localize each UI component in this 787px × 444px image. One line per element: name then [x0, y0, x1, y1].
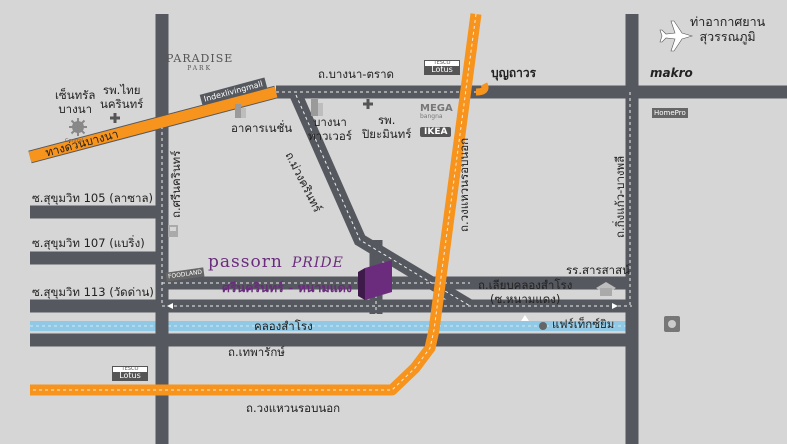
central-logo-text: Central	[65, 138, 84, 144]
srinakarin-label: ถ.ศรีนครินทร์	[169, 150, 183, 218]
project-title: passorn PRIDE	[208, 252, 344, 272]
liab-khlong-samrong-line2: (ซ.หนามแดง)	[489, 291, 561, 306]
project-name-b: PRIDE	[291, 255, 344, 271]
tesco-text: TESCO	[433, 60, 451, 66]
homepro-logo: HomePro	[652, 108, 688, 118]
piyamin-label: รพ. ปิยะมินทร์	[362, 113, 412, 141]
liab-khlong-samrong-line1: ถ.เลียบคลองสำโรง	[478, 278, 573, 292]
kanchanaphisek-bottom-label: ถ.วงแหวนรอบนอก	[246, 401, 341, 415]
school-icon	[596, 282, 616, 296]
mega-sub-text: bangna	[420, 113, 443, 120]
bangna-trad-label: ถ.บางนา-ตราด	[318, 67, 395, 81]
airport-label-line: ท่าอากาศยาน สุวรรณภูมิ	[690, 14, 766, 44]
makro-label: makro	[650, 66, 693, 80]
khlong-samrong-label: คลองสำโรง	[254, 319, 313, 333]
sukhumvit-113-label: ซ.สุขุมวิท 113 (วัดด่าน)	[32, 285, 154, 299]
route-arrows	[167, 303, 618, 321]
thepharak-label: ถ.เทพารักษ์	[228, 345, 285, 359]
mega-bangna-logo: MEGA bangna	[420, 104, 453, 120]
paradise-park-logo: PARADISE PARK	[166, 52, 233, 72]
sukhumvit-107-label: ซ.สุขุมวิท 107 (แบริ่ง)	[32, 236, 145, 250]
sarasas-label: รร.สารสาสน์	[566, 263, 631, 277]
bunthavorn-label: บุญถาวร	[491, 66, 537, 80]
khlong-samrong-canal	[30, 321, 632, 331]
paradise-logo-sub: PARK	[187, 65, 213, 72]
tesco-text: TESCO	[121, 366, 139, 372]
central-icon	[69, 118, 87, 136]
tesco-lotus-logo-top: TESCO Lotus	[424, 60, 460, 75]
lotus-text: Lotus	[113, 372, 147, 380]
paradise-logo-text: PARADISE	[166, 52, 234, 65]
sukhumvit-105-label: ซ.สุขุมวิท 105 (ลาซาล)	[32, 191, 154, 205]
building-icon	[168, 225, 178, 237]
lotus-text: Lotus	[425, 66, 459, 74]
liab-khlong-samrong-label: ถ.เลียบคลองสำโรง (ซ.หนามแดง)	[478, 278, 573, 307]
nation-building-label: อาคารเนชั่น	[231, 121, 293, 135]
tesco-lotus-logo-bottom: TESCO Lotus	[112, 366, 148, 381]
fairtex-dot	[539, 322, 547, 330]
hospital-cross-icon	[110, 113, 120, 123]
hospital-cross-icon	[363, 99, 373, 109]
route-dashes	[161, 91, 632, 314]
airport-label: ท่าอากาศยาน สุวรรณภูมิ	[690, 14, 765, 44]
building-icon	[235, 104, 246, 118]
central-bangna-label: เซ็นทรัล บางนา	[55, 88, 96, 116]
mega-text: MEGA	[420, 103, 453, 114]
project-marker	[358, 260, 392, 300]
king-kaew-label: ถ.กิ่งแก้ว-บางพลี	[613, 155, 627, 238]
project-name-a: passorn	[208, 252, 283, 272]
fairtex-label: แฟร์เท็กซ์ยิม	[552, 317, 615, 331]
airplane-icon	[659, 20, 694, 52]
kanchanaphisek-left-label: ถ.วงแหวนรอบนอก	[457, 137, 471, 232]
gym-icon	[664, 316, 680, 332]
bangna-tower-label: บางนา ทาวเวอร์	[308, 115, 352, 143]
project-subtitle: ศรีนครินทร์ - หนามแดง	[222, 280, 352, 295]
building-icon	[311, 98, 323, 116]
ikea-logo: IKEA	[420, 127, 452, 137]
thai-nakarin-label: รพ.ไทย นครินทร์	[100, 83, 144, 111]
